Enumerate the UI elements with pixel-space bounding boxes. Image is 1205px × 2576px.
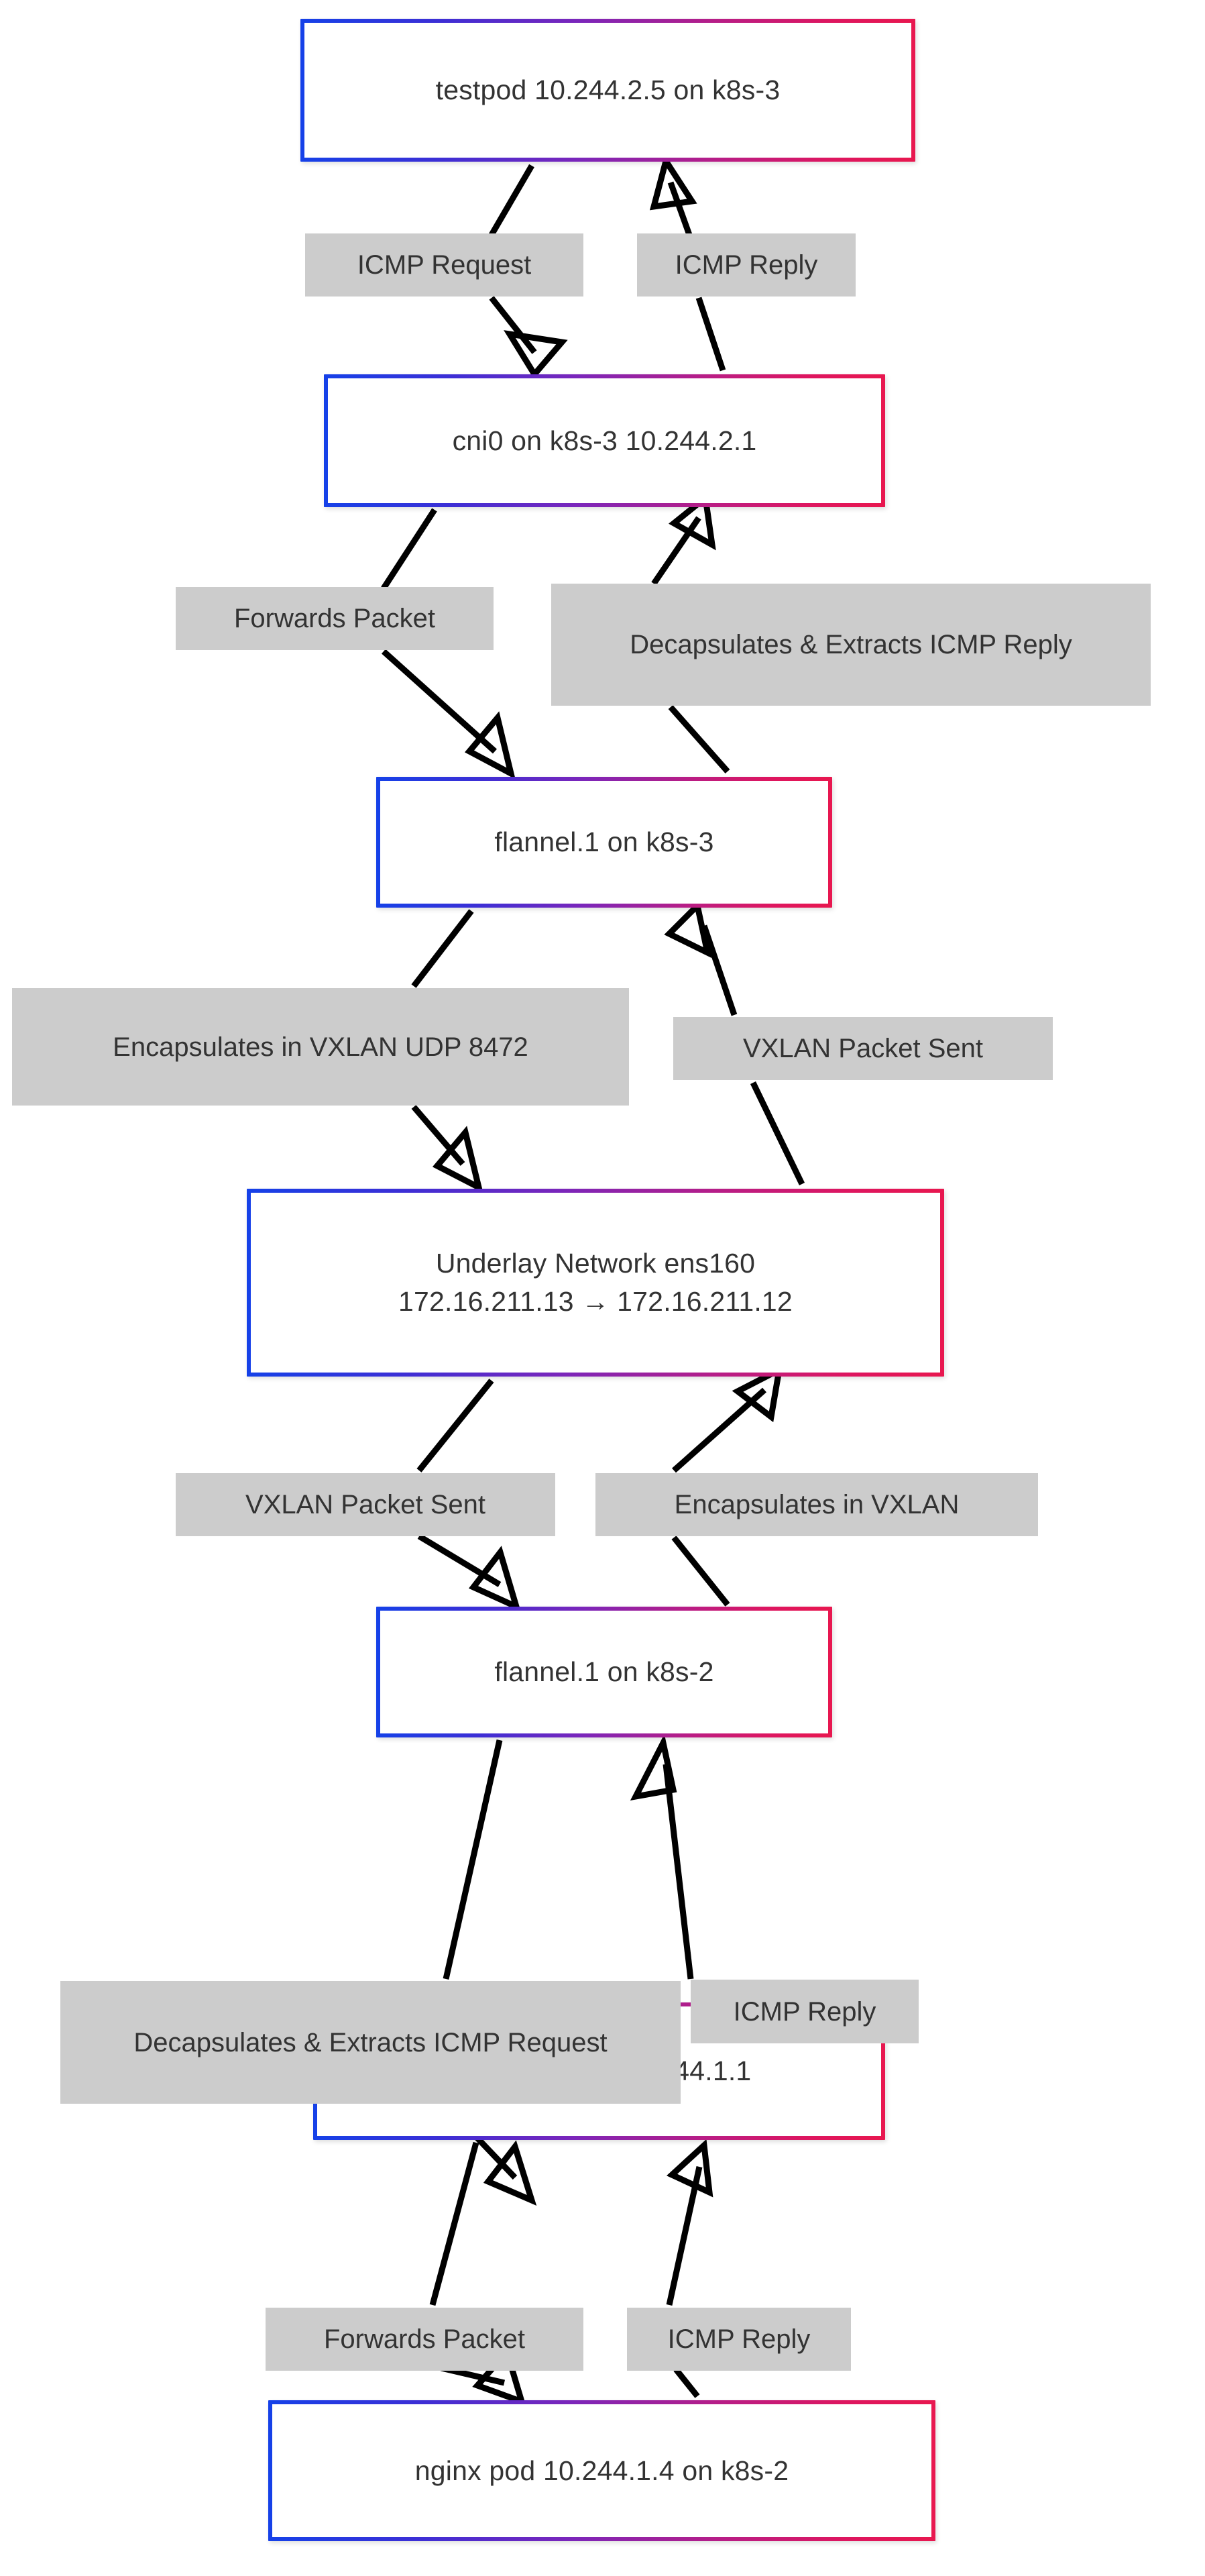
edge-label-vxlan-packet-sent-2: VXLAN Packet Sent — [176, 1473, 555, 1536]
edge-path-icmp-request-down-1b — [489, 296, 537, 354]
node-underlay-network-label: Underlay Network ens160 172.16.211.13 → … — [398, 1248, 793, 1317]
edge-path-encap-vxlan-up — [671, 1536, 730, 1607]
edge-path-decap-request — [443, 1739, 503, 1980]
edge-label-decapsulates-extracts-icmp-request: Decapsulates & Extracts ICMP Request — [60, 1981, 681, 2104]
edge-path-vxlan-sent-up — [750, 1081, 805, 1185]
edge-path-forwards-packet-1 — [381, 508, 437, 590]
arrowhead-down-1 — [504, 330, 568, 380]
arrowhead-up-6 — [666, 2139, 713, 2198]
arrowhead-down-2 — [464, 711, 516, 780]
edge-label-encapsulates-vxlan-udp-8472: Encapsulates in VXLAN UDP 8472 — [12, 988, 629, 1106]
edge-path-icmp-reply-up-1 — [695, 297, 726, 372]
node-nginx-pod[interactable]: nginx pod 10.244.1.4 on k8s-2 — [268, 2400, 935, 2541]
edge-label-vxlan-packet-sent-1: VXLAN Packet Sent — [673, 1017, 1053, 1080]
edge-path-vxlan-sent-down-b — [417, 1534, 502, 1587]
edge-label-decapsulates-extracts-icmp-reply: Decapsulates & Extracts ICMP Reply — [551, 584, 1151, 706]
edge-path-forwards-packet-1b — [381, 649, 498, 754]
edge-label-forwards-packet-1: Forwards Packet — [176, 587, 494, 650]
arrowhead-down-5 — [483, 2140, 537, 2206]
edge-path-icmp-reply-up-3 — [673, 2367, 700, 2398]
edge-path-icmp-reply-up-2b — [663, 1764, 694, 1980]
node-underlay-network[interactable]: Underlay Network ens160 172.16.211.13 → … — [247, 1189, 944, 1377]
edge-path-vxlan-sent-down — [416, 1379, 494, 1472]
node-testpod-label: testpod 10.244.2.5 on k8s-3 — [435, 74, 781, 106]
node-flannel-k8s2[interactable]: flannel.1 on k8s-2 — [376, 1607, 832, 1737]
edge-path-icmp-request-down-1 — [489, 164, 534, 237]
edge-path-icmp-reply-up-1b — [667, 181, 693, 236]
node-cni0-k8s3-label: cni0 on k8s-3 10.244.2.1 — [452, 425, 757, 456]
node-nginx-pod-label: nginx pod 10.244.1.4 on k8s-2 — [414, 2455, 789, 2486]
arrowhead-up-1 — [649, 154, 697, 211]
edge-path-decap-reply-b — [651, 516, 701, 586]
edge-label-icmp-reply-3: ICMP Reply — [627, 2308, 851, 2371]
node-flannel-k8s2-label: flannel.1 on k8s-2 — [494, 1656, 714, 1688]
node-flannel-k8s3-label: flannel.1 on k8s-3 — [494, 826, 714, 858]
edge-label-icmp-request-1: ICMP Request — [305, 233, 583, 297]
edge-path-forwards-packet-2 — [429, 2141, 479, 2306]
arrowhead-down-3 — [432, 1126, 483, 1193]
edge-path-encap-vxlan-up-b — [672, 1387, 766, 1473]
arrowhead-up-4 — [732, 1364, 783, 1423]
edge-path-encap-vxlan-udp — [411, 909, 474, 988]
arrowhead-up-5 — [630, 1733, 677, 1801]
edge-path-vxlan-sent-up-b — [701, 924, 738, 1016]
node-testpod[interactable]: testpod 10.244.2.5 on k8s-3 — [300, 19, 915, 162]
arrowhead-up-3 — [664, 899, 712, 959]
edge-path-decap-reply — [668, 705, 730, 773]
node-cni0-k8s3[interactable]: cni0 on k8s-3 10.244.2.1 — [324, 374, 885, 507]
edge-label-encapsulates-in-vxlan: Encapsulates in VXLAN — [595, 1473, 1038, 1536]
arrowhead-down-4 — [468, 1546, 522, 1613]
edge-label-icmp-reply-2: ICMP Reply — [691, 1980, 919, 2043]
edge-path-encap-vxlan-udp-b — [411, 1105, 465, 1166]
edge-label-forwards-packet-2: Forwards Packet — [266, 2308, 583, 2371]
node-flannel-k8s3[interactable]: flannel.1 on k8s-3 — [376, 777, 832, 908]
edge-path-icmp-reply-up-3b — [666, 2166, 703, 2306]
edge-label-icmp-reply-1: ICMP Reply — [637, 233, 856, 297]
